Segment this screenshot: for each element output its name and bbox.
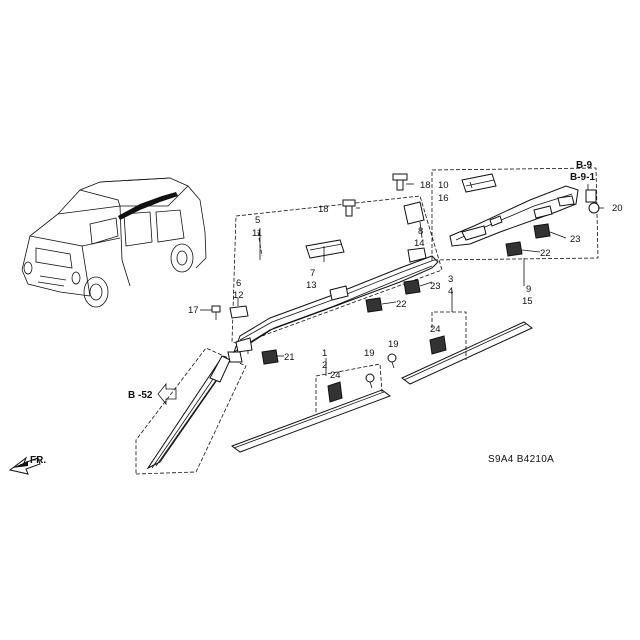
ref-b91[interactable]: B-9-1 xyxy=(570,172,595,183)
callout-21[interactable]: 21 xyxy=(284,352,295,363)
callout-9[interactable]: 9 xyxy=(526,284,531,295)
callout-1[interactable]: 1 xyxy=(322,348,327,359)
fastener-17 xyxy=(211,305,221,320)
rear-rail-group xyxy=(431,167,599,261)
clip-23b xyxy=(533,223,551,239)
callout-20[interactable]: 20 xyxy=(612,203,623,214)
callout-8[interactable]: 8 xyxy=(418,226,423,237)
callout-14[interactable]: 14 xyxy=(414,238,425,249)
left-arrow-icon xyxy=(157,382,177,406)
callout-4[interactable]: 4 xyxy=(448,286,453,297)
front-direction: FR. xyxy=(8,455,46,475)
cap-cover-7-13 xyxy=(305,239,345,259)
callout-24b[interactable]: 24 xyxy=(430,324,441,335)
roof-rail-group xyxy=(231,195,443,356)
fastener-20 xyxy=(585,189,600,214)
clip-19a xyxy=(365,373,375,389)
clip-24a xyxy=(327,381,343,403)
clip-22a xyxy=(365,297,383,313)
callout-7[interactable]: 7 xyxy=(310,268,315,279)
callout-22a[interactable]: 22 xyxy=(396,299,407,310)
callout-2[interactable]: 2 xyxy=(322,360,327,371)
ref-b9[interactable]: B-9 xyxy=(576,160,593,171)
callout-5[interactable]: 5 xyxy=(255,215,260,226)
callout-3[interactable]: 3 xyxy=(448,274,453,285)
clip-19b xyxy=(387,353,397,369)
vehicle-illustration xyxy=(21,177,207,308)
cap-6-12 xyxy=(229,305,249,319)
sill-moulding-3-4 xyxy=(401,311,533,385)
ref-b52-label: B -52 xyxy=(128,390,153,401)
callout-23a[interactable]: 23 xyxy=(430,281,441,292)
front-label: FR. xyxy=(30,455,46,466)
callout-12[interactable]: 12 xyxy=(233,290,244,301)
pillar-garnish-group xyxy=(135,345,251,475)
fastener-18a xyxy=(342,199,356,217)
callout-23b[interactable]: 23 xyxy=(570,234,581,245)
callout-13[interactable]: 13 xyxy=(306,280,317,291)
clip-22b xyxy=(505,241,523,257)
diagram-code: S9A4 B4210A xyxy=(488,454,554,465)
callout-22b[interactable]: 22 xyxy=(540,248,551,259)
callout-18a[interactable]: 18 xyxy=(318,204,329,215)
clip-21 xyxy=(261,349,279,365)
clip-23a xyxy=(403,279,421,295)
callout-24a[interactable]: 24 xyxy=(330,370,341,381)
clip-24b xyxy=(429,335,447,355)
callout-15[interactable]: 15 xyxy=(522,296,533,307)
callout-16[interactable]: 16 xyxy=(438,193,449,204)
callout-18b[interactable]: 18 xyxy=(420,180,431,191)
callout-10[interactable]: 10 xyxy=(438,180,449,191)
callout-19b[interactable]: 19 xyxy=(388,339,399,350)
sill-moulding-1-2 xyxy=(230,363,392,453)
cap-8-14 xyxy=(403,201,425,225)
callout-6[interactable]: 6 xyxy=(236,278,241,289)
callout-17[interactable]: 17 xyxy=(188,305,199,316)
ref-b52[interactable]: B -52 xyxy=(128,382,177,406)
callout-19a[interactable]: 19 xyxy=(364,348,375,359)
fastener-18b xyxy=(392,173,408,191)
callout-11[interactable]: 11 xyxy=(252,228,262,239)
